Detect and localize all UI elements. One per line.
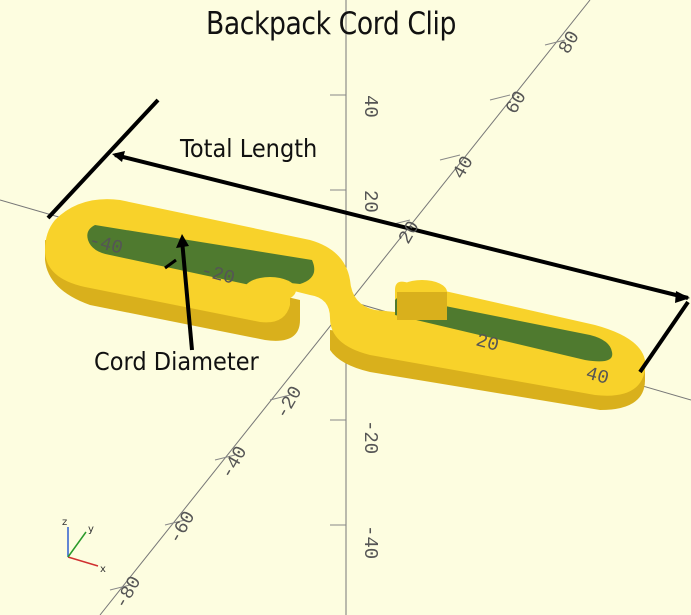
tick-label: 20 [394, 217, 424, 248]
tick-label: -40 [359, 525, 381, 559]
tick-label: 60 [501, 87, 531, 118]
tick-label: 20 [359, 190, 381, 213]
tick-label: 40 [359, 95, 381, 118]
extension-line-left [46, 98, 160, 220]
cord-clip-model [45, 199, 646, 410]
model-slot-right [395, 290, 613, 362]
gizmo-x-label: x [100, 564, 106, 575]
pointer-line [180, 239, 194, 351]
extension-line-right [638, 300, 690, 374]
cord-diameter-label: Cord Diameter [94, 347, 259, 376]
tick-label: -40 [216, 442, 252, 483]
cord-diameter-pointer [164, 239, 194, 351]
model-slot-left [87, 225, 315, 285]
gizmo-y-label: y [88, 524, 94, 535]
axis-ticks [109, 39, 566, 591]
pointer-arrow [176, 234, 189, 248]
model-knob-right-side [397, 292, 447, 320]
total-length-dimension [46, 98, 690, 374]
y-axis-line [67, 531, 87, 558]
dimension-arrow-left [112, 151, 125, 162]
total-length-label: Total Length [180, 134, 318, 163]
tick-label: -20 [359, 420, 381, 454]
x-axis-line [67, 556, 99, 567]
tick-label: -60 [164, 507, 200, 548]
axes-gizmo: z y x [62, 517, 106, 575]
tick-label: 80 [554, 27, 584, 58]
gizmo-z-label: z [62, 517, 67, 528]
page-title: Backpack Cord Clip [206, 6, 456, 42]
pointer-mark [164, 258, 177, 270]
dimension-line [114, 153, 689, 300]
tick-label: -80 [110, 572, 146, 613]
model-knob-left [244, 277, 296, 303]
dimension-arrow-right [675, 291, 690, 303]
tick-label: -20 [271, 382, 307, 423]
